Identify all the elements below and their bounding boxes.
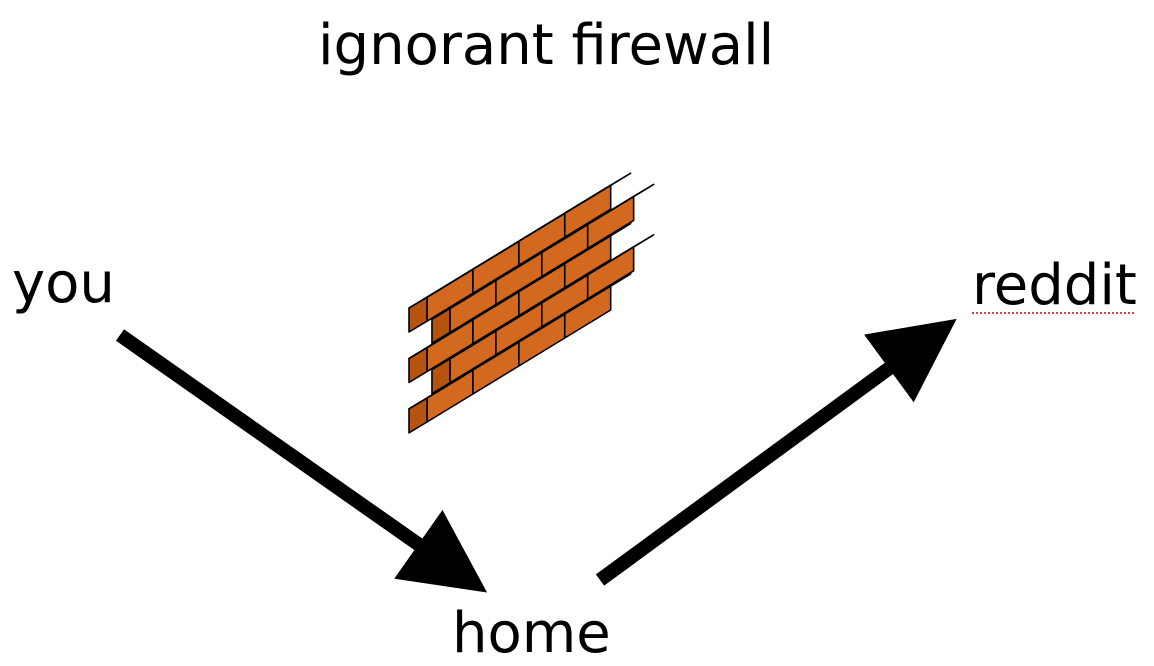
- brick-wall-icon: [409, 173, 654, 433]
- arrow-home-to-reddit: [600, 342, 925, 580]
- arrow-you-to-home: [120, 335, 455, 570]
